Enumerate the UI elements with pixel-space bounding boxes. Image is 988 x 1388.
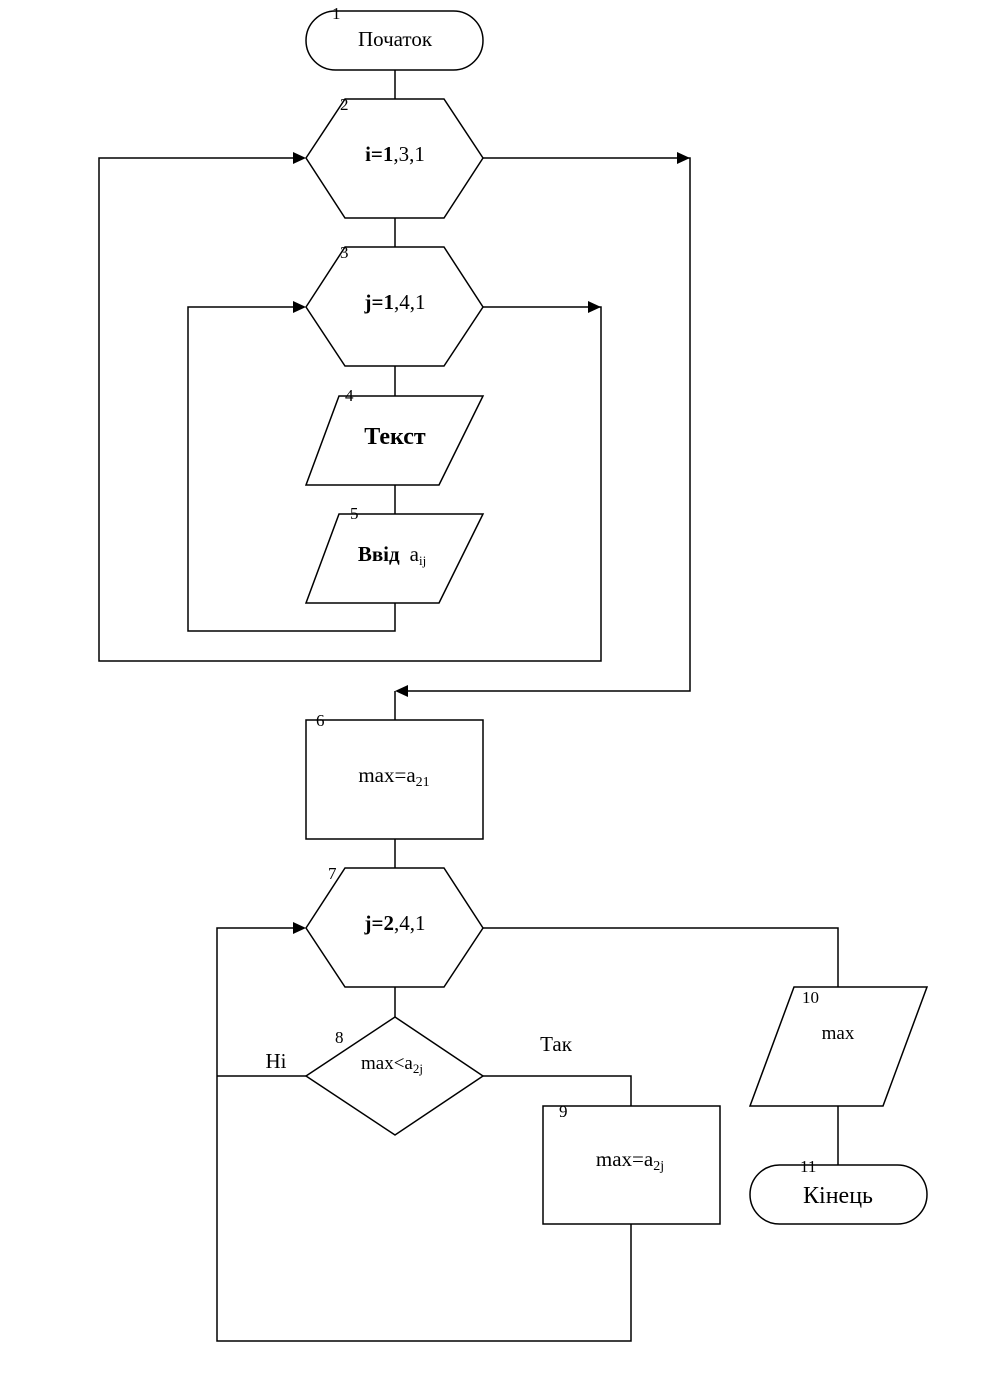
assign-max-label: max=a21 — [358, 763, 429, 790]
yes-branch — [483, 1075, 632, 1106]
arrow-inner-exit — [588, 301, 601, 313]
block-number-10: 10 — [802, 988, 819, 1007]
connectors — [98, 70, 839, 1342]
yes-branch-label: Так — [540, 1032, 573, 1056]
loop-j-label: j=1,4,1 — [364, 290, 426, 314]
condition-label: max<a2j — [361, 1053, 423, 1076]
block-number-1: 1 — [332, 4, 341, 23]
block-number-7: 7 — [328, 864, 337, 883]
arrow-into-7 — [293, 922, 306, 934]
inner-loop-exit — [98, 157, 602, 662]
start-terminal: 1 Початок — [305, 4, 484, 71]
assign-max-block: 6 max=a21 — [305, 711, 484, 840]
block-number-11: 11 — [800, 1157, 816, 1176]
update-max-label: max=a2j — [596, 1147, 664, 1174]
arrow-into-3 — [293, 301, 306, 313]
block-number-4: 4 — [345, 386, 354, 405]
loop-7-return — [216, 927, 632, 1342]
output-max-label: max — [822, 1023, 855, 1044]
arrow-into-2 — [293, 152, 306, 164]
start-label: Початок — [358, 27, 433, 51]
arrowheads — [293, 152, 690, 934]
loop-7-exit — [483, 927, 839, 987]
end-terminal: 11 Кінець — [749, 1157, 928, 1225]
arrow-into-6 — [395, 685, 408, 697]
block-number-5: 5 — [350, 504, 359, 523]
loop-block-j2: 7 j=2,4,1 — [305, 864, 484, 988]
no-branch-label: Ні — [266, 1049, 287, 1073]
block-number-8: 8 — [335, 1028, 344, 1047]
arrow-outer-exit — [677, 152, 690, 164]
block-number-2: 2 — [340, 95, 349, 114]
update-max-block: 9 max=a2j — [542, 1102, 721, 1225]
outer-loop-exit — [407, 157, 691, 692]
end-label: Кінець — [803, 1183, 873, 1209]
block-number-9: 9 — [559, 1102, 568, 1121]
inner-loop-return — [187, 306, 396, 632]
block-number-3: 3 — [340, 243, 349, 262]
block-number-6: 6 — [316, 711, 325, 730]
output-text-block: 4 Текст — [304, 386, 485, 486]
condition-block: 8 max<a2j Так Ні — [266, 1016, 573, 1136]
output-max-block: 10 max — [748, 986, 929, 1107]
loop-block-i: 2 i=1,3,1 — [305, 95, 484, 219]
loop-block-j: 3 j=1,4,1 — [305, 243, 484, 367]
loop-j2-label: j=2,4,1 — [364, 911, 426, 935]
text-output-label: Текст — [364, 424, 426, 450]
loop-i-label: i=1,3,1 — [365, 142, 425, 166]
